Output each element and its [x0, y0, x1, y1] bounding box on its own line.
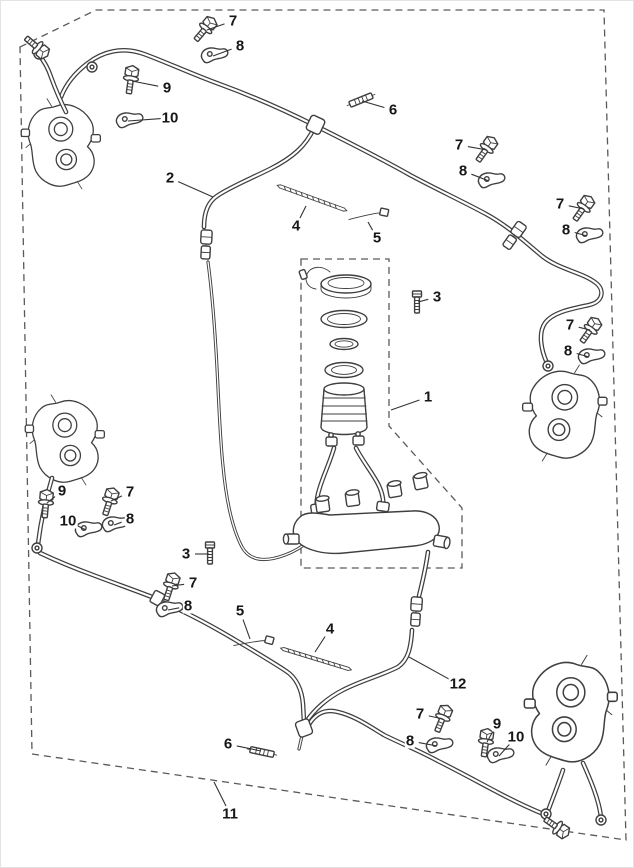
callout-label-5: 5 [234, 602, 246, 620]
leader-line [418, 742, 438, 747]
outer-boundary-dashed [19, 9, 627, 841]
leader-line [408, 656, 451, 681]
callout-label-7: 7 [554, 195, 566, 213]
callout-label-11: 11 [221, 805, 239, 823]
leader-line [299, 205, 307, 219]
leader-line [167, 607, 180, 611]
leader-line [131, 80, 159, 87]
leader-line [213, 781, 227, 807]
callout-label-7: 7 [124, 483, 136, 501]
leader-line [171, 583, 185, 587]
leader-line [206, 23, 225, 31]
master-cylinder-assembly [282, 266, 451, 555]
leader-line [467, 146, 488, 151]
callout-label-10: 10 [58, 512, 78, 530]
leader-line [574, 231, 588, 237]
callout-label-2: 2 [164, 169, 176, 187]
callout-label-8: 8 [457, 162, 469, 180]
callout-label-8: 8 [182, 597, 194, 615]
leader-line [110, 495, 123, 502]
leader-line [576, 352, 590, 358]
callout-label-1: 1 [422, 388, 434, 406]
callout-label-8: 8 [562, 342, 574, 360]
leader-line [75, 524, 87, 531]
callout-label-9: 9 [491, 715, 503, 733]
callout-label-6: 6 [222, 735, 234, 753]
callout-label-7: 7 [564, 316, 576, 334]
leader-line [46, 496, 56, 504]
rear-hose-fitting [149, 589, 166, 607]
callout-label-9: 9 [161, 79, 173, 97]
callout-label-7: 7 [187, 574, 199, 592]
leader-line [390, 399, 420, 411]
callout-label-3: 3 [180, 545, 192, 563]
leader-line [113, 521, 122, 526]
callout-label-7: 7 [453, 136, 465, 154]
callout-label-9: 9 [56, 482, 68, 500]
callout-label-4: 4 [290, 217, 302, 235]
leader-line [236, 745, 262, 752]
callout-label-4: 4 [324, 620, 336, 638]
leader-line [127, 118, 162, 122]
leader-line [568, 205, 585, 210]
callout-label-8: 8 [560, 221, 572, 239]
callout-label-10: 10 [506, 728, 526, 746]
leader-lines-layer [46, 23, 591, 807]
leader-line [314, 636, 326, 653]
leader-line [428, 715, 444, 720]
callout-label-3: 3 [431, 288, 443, 306]
leader-line [486, 731, 494, 743]
callout-label-8: 8 [124, 510, 136, 528]
leader-line [417, 298, 429, 303]
leader-line [361, 100, 385, 109]
leader-line [471, 173, 490, 182]
callout-label-7: 7 [227, 12, 239, 30]
callout-label-5: 5 [371, 229, 383, 247]
front-tee-fitting [305, 114, 326, 135]
callout-label-10: 10 [160, 109, 180, 127]
master-cylinder-box-dashed [300, 258, 463, 569]
leader-line [367, 221, 374, 231]
callout-label-7: 7 [414, 705, 426, 723]
leader-line [177, 181, 214, 198]
leader-line [242, 619, 251, 640]
leader-line [578, 326, 591, 331]
callout-label-8: 8 [404, 732, 416, 750]
leader-line [212, 48, 232, 57]
rear-tee-fitting [294, 718, 314, 738]
leader-line [498, 743, 511, 757]
callout-label-8: 8 [234, 37, 246, 55]
master-cylinder-fittings [282, 471, 451, 550]
callout-label-12: 12 [448, 675, 468, 693]
callout-label-6: 6 [387, 101, 399, 119]
